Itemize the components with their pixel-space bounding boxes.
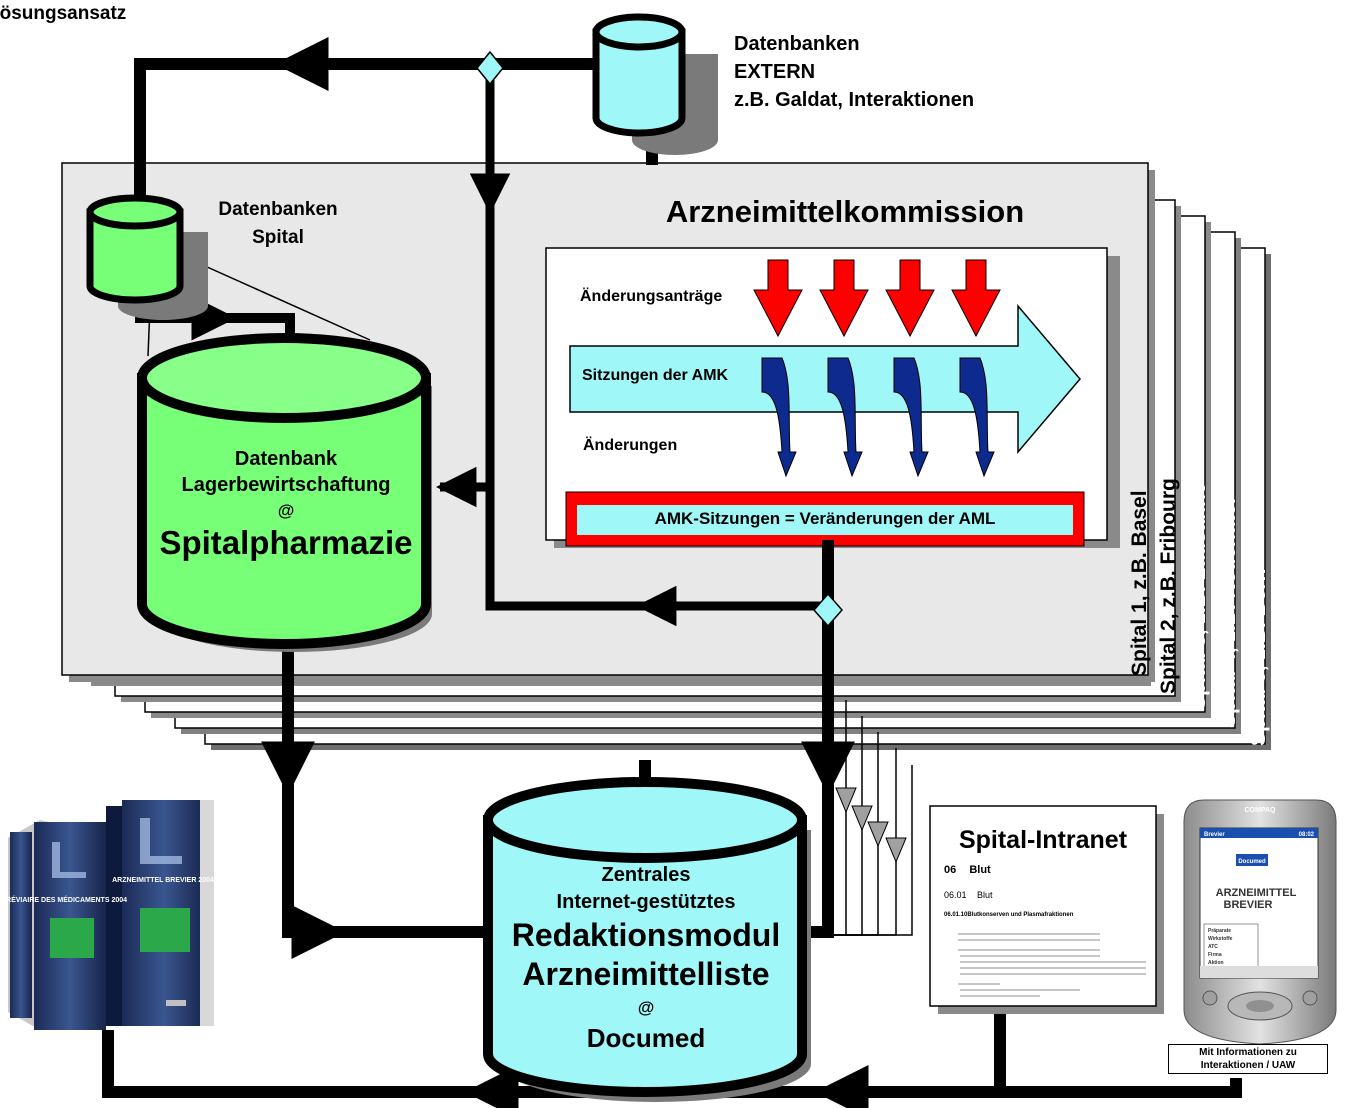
spital-db-line: Spital xyxy=(252,227,304,248)
external-db-line: EXTERN xyxy=(734,61,816,83)
summary-text: AMK-Sitzungen = Veränderungen der AML xyxy=(654,509,996,528)
pda-menu-item[interactable]: Firma xyxy=(1208,952,1222,958)
external-db-line: Datenbanken xyxy=(734,33,860,55)
intranet-row-text: Blut xyxy=(969,864,991,876)
pda-caption: Mit Informationen zu Interaktionen / UAW xyxy=(1168,1044,1328,1074)
intranet-row-text: Blut xyxy=(977,890,993,900)
pda-time: 08:02 xyxy=(1299,832,1315,838)
spital-db-label: Datenbanken Spital xyxy=(200,196,356,252)
pda-menu-item[interactable]: ATC xyxy=(1208,944,1218,950)
spital-db-cylinder xyxy=(86,194,208,320)
intranet-title: Spital-Intranet xyxy=(958,826,1128,854)
change-arrows xyxy=(761,357,995,478)
external-db-cylinder xyxy=(592,13,718,155)
pda-device xyxy=(1183,799,1337,1045)
external-db-line: z.B. Galdat, Interaktionen xyxy=(734,89,975,111)
book-title-de: ARZNEIMITTEL BREVIER 2004 xyxy=(112,877,214,884)
page-title: Lösungsansatz xyxy=(0,3,127,24)
pda-title-2: BREVIER xyxy=(1224,899,1273,911)
commission-title: Arzneimittelkommission xyxy=(665,194,1025,229)
pharmacy-db-line: Datenbank xyxy=(234,448,338,470)
distribution-arrows xyxy=(835,787,907,864)
brevier-books xyxy=(8,800,214,1030)
pda-brand: COMPAQ xyxy=(1245,807,1277,814)
central-db-line: Zentrales xyxy=(601,864,691,886)
central-db-line: Redaktionsmodul xyxy=(511,917,781,953)
central-db-label: Zentrales Internet-gestütztes Redaktions… xyxy=(488,862,804,1054)
central-db-name: Documed xyxy=(586,1023,706,1053)
intranet-row-3: 06.01.10Blutkonserven und Plasmafraktion… xyxy=(944,912,1074,918)
central-db-cylinder xyxy=(483,777,811,1102)
label-change-requests: Änderungsanträge xyxy=(580,288,723,305)
central-db-line: Arzneimittelliste xyxy=(522,956,770,992)
change-request-arrows xyxy=(753,259,1001,338)
pharmacy-db-line: Lagerbewirtschaftung xyxy=(181,474,391,496)
central-db-at: @ xyxy=(637,998,655,1017)
intranet-row-2: 06.01 Blut xyxy=(944,890,993,900)
distribution-lines xyxy=(828,700,913,936)
bottom-junction-diamond xyxy=(813,592,843,628)
label-changes: Änderungen xyxy=(583,437,678,454)
intranet-row-num: 06 xyxy=(944,864,957,876)
pda-title-1: ARZNEIMITTEL xyxy=(1216,887,1297,899)
spital-db-line: Datenbanken xyxy=(218,199,338,220)
session-flow-arrow xyxy=(569,303,1081,455)
pda-menu-item[interactable]: Aktion xyxy=(1208,960,1224,966)
summary-box xyxy=(577,505,1073,535)
hospital-labels: Spital 1, z.B. Basel Spital 2, z.B. Frib… xyxy=(1128,478,1270,746)
pda-logo: Documed xyxy=(1238,859,1266,865)
pda-menu-item[interactable]: Wirkstoffe xyxy=(1208,936,1233,942)
hospital-label-3: Spital 3, z.B. Lausanne xyxy=(1187,482,1210,710)
pharmacy-db-name: Spitalpharmazie xyxy=(159,524,413,561)
pharmacy-db-label: Datenbank Lagerbewirtschaftung @ Spitalp… xyxy=(142,446,430,562)
intranet-row-1: 06 Blut xyxy=(944,864,991,876)
central-db-line: Internet-gestütztes xyxy=(556,891,736,913)
top-junction-diamond xyxy=(476,50,504,86)
external-db-label: Datenbanken EXTERN z.B. Galdat, Interakt… xyxy=(734,30,974,114)
label-sessions: Sitzungen der AMK xyxy=(582,367,729,384)
pda-app-title: Brevier xyxy=(1204,832,1225,838)
pda-menu: Präparate Wirkstoffe ATC Firma Aktion xyxy=(1208,928,1233,966)
hospital-label-4: Spital 4, z.B. Neuchatel xyxy=(1217,498,1240,728)
pharmacy-db-cylinder xyxy=(137,333,432,652)
intranet-row-num: 06.01 xyxy=(944,890,967,900)
intranet-page xyxy=(929,805,1164,1014)
pharmacy-db-at: @ xyxy=(277,501,295,520)
book-title-fr: BRÉVIAIRE DES MÉDICAMENTS 2004 xyxy=(1,895,127,904)
hospital-label-1: Spital 1, z.B. Basel xyxy=(1128,490,1151,676)
hospital-label-2: Spital 2, z.B. Fribourg xyxy=(1157,478,1180,694)
hospital-label-5: Spital 5, z.B. Bern xyxy=(1247,569,1270,746)
pda-menu-item[interactable]: Präparate xyxy=(1208,928,1231,934)
